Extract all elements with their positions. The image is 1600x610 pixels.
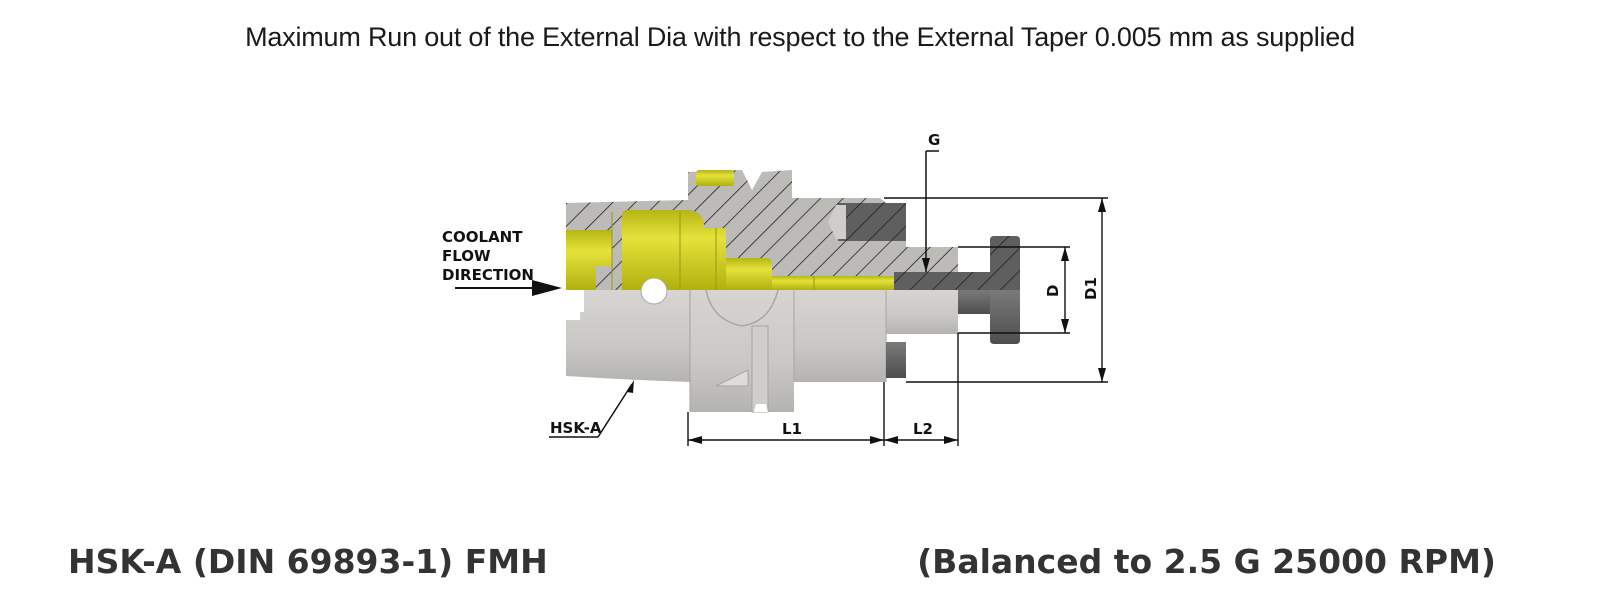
product-title: HSK-A (DIN 69893-1) FMH — [68, 542, 548, 581]
d1-dimension — [884, 197, 1108, 383]
holder-body-solid — [566, 277, 958, 413]
balancing-spec: (Balanced to 2.5 G 25000 RPM) — [917, 542, 1496, 581]
l2-label: L2 — [913, 420, 933, 438]
d-label: D — [1044, 285, 1062, 297]
coolant-flow-arrow — [455, 280, 562, 296]
length-dimensions — [687, 333, 959, 446]
coolant-tube — [566, 170, 894, 290]
coolant-label: COOLANT FLOW DIRECTION — [442, 228, 534, 284]
thread-g-callout — [922, 150, 939, 272]
clamp-nut — [894, 236, 1020, 344]
d1-label: D1 — [1082, 277, 1100, 300]
l1-label: L1 — [782, 420, 802, 438]
hsk-a-label: HSK-A — [550, 419, 602, 437]
d-dimension — [958, 246, 1070, 334]
hsk-a-callout — [549, 380, 634, 438]
runout-note: Maximum Run out of the External Dia with… — [245, 22, 1355, 52]
thread-g-label: G — [928, 131, 940, 149]
